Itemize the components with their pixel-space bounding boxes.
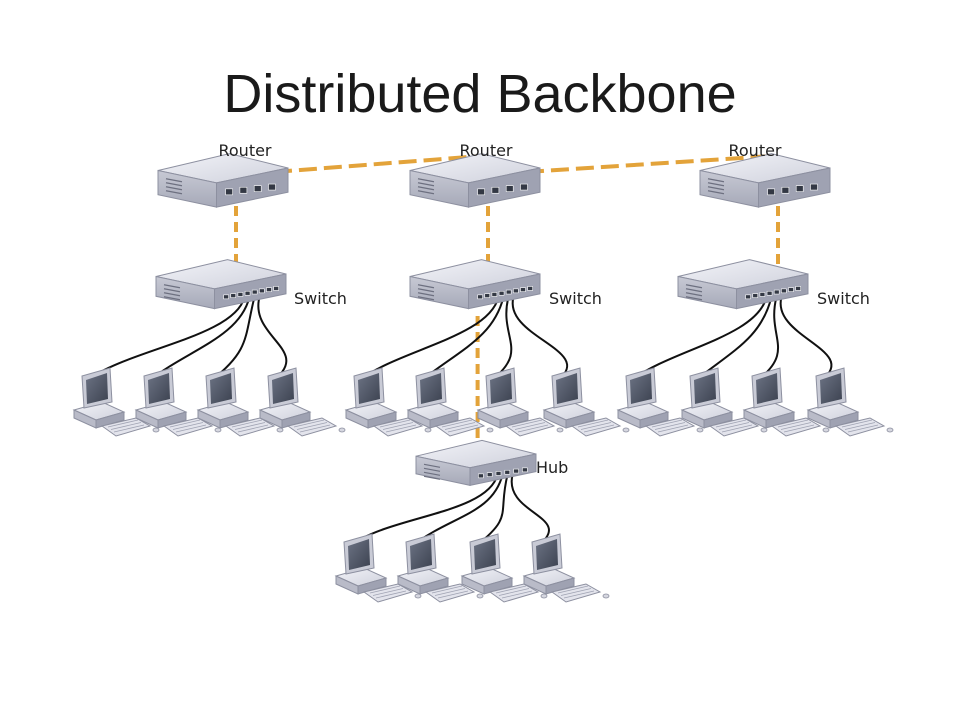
computer-switch-1-3	[196, 367, 284, 437]
router-2-label: Router	[459, 141, 512, 160]
computer-switch-2-1	[344, 367, 432, 437]
computer-switch-3-4	[806, 367, 894, 437]
router-3-device	[699, 153, 831, 208]
devices-layer	[72, 153, 894, 603]
switch-2-device	[409, 259, 541, 310]
hub-1-device	[415, 439, 537, 486]
computer-switch-2-2	[406, 367, 494, 437]
switch-3-label: Switch	[817, 289, 870, 308]
cable-hub-1-4	[510, 474, 550, 547]
diagram-title: Distributed Backbone	[223, 64, 736, 124]
cable-switch-3-4	[779, 296, 833, 381]
computer-switch-3-2	[680, 367, 768, 437]
links-layer	[234, 154, 780, 460]
router-1-device	[157, 153, 289, 208]
computer-switch-1-1	[72, 367, 160, 437]
switch-3-device	[677, 259, 809, 310]
computer-switch-3-1	[616, 367, 704, 437]
router-1-label: Router	[218, 141, 271, 160]
computer-switch-3-3	[742, 367, 830, 437]
computer-switch-1-2	[134, 367, 222, 437]
hub-1-label: Hub	[536, 458, 568, 477]
backbone-link-2	[525, 154, 772, 174]
computer-hub-1-2	[396, 533, 484, 603]
cable-switch-1-3	[211, 296, 256, 381]
switch-2-label: Switch	[549, 289, 602, 308]
cable-switch-3-1	[631, 296, 768, 381]
cable-switch-2-3	[491, 296, 513, 381]
computer-hub-1-4	[522, 533, 610, 603]
cable-switch-2-4	[511, 296, 568, 381]
cable-switch-1-4	[257, 296, 288, 381]
computer-switch-1-4	[258, 367, 346, 437]
cable-switch-3-3	[757, 296, 780, 381]
computer-hub-1-3	[460, 533, 548, 603]
backbone-link-1	[273, 154, 482, 174]
computer-switch-2-4	[542, 367, 630, 437]
switch-1-label: Switch	[294, 289, 347, 308]
switch-1-device	[155, 259, 287, 310]
cable-switch-1-2	[149, 296, 251, 381]
router-3-label: Router	[728, 141, 781, 160]
router-2-device	[409, 153, 541, 208]
computer-switch-2-3	[476, 367, 564, 437]
computer-hub-1-1	[334, 533, 422, 603]
